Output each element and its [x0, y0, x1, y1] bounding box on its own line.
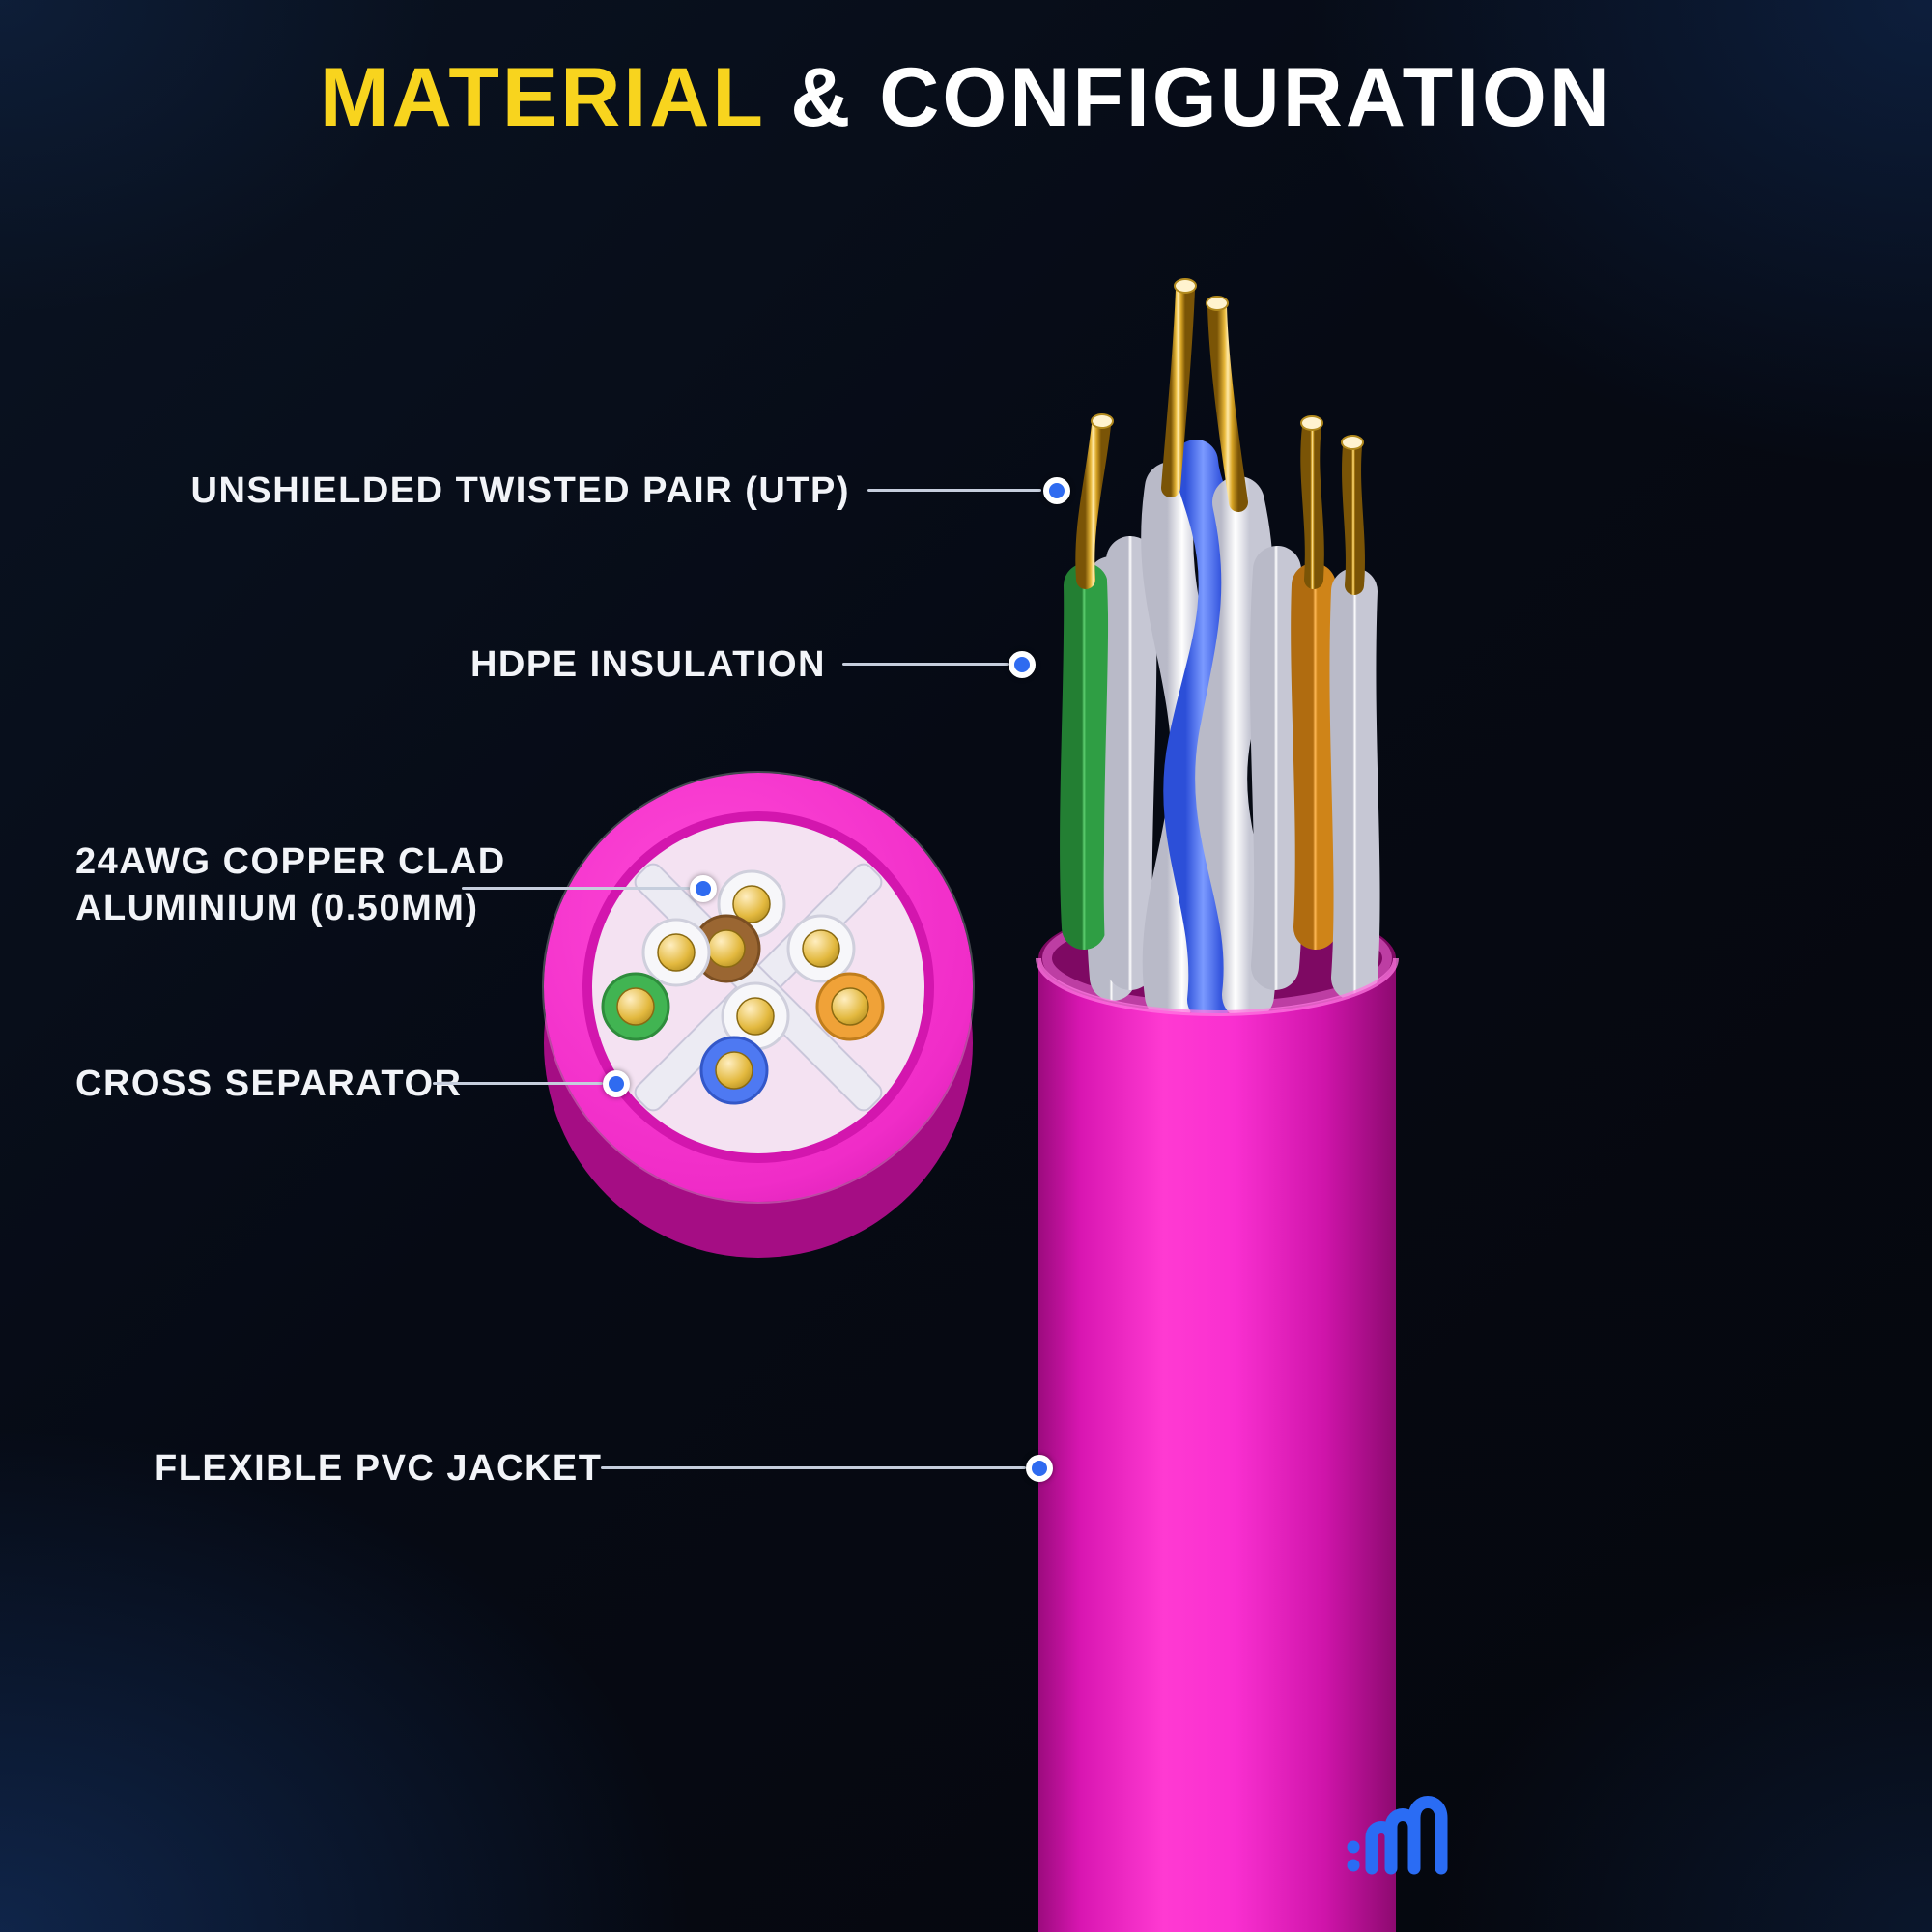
copper-tip [1300, 415, 1323, 431]
wire-white [1195, 476, 1276, 1021]
callout-line-hdpe [842, 663, 1009, 666]
wire-blue [1163, 440, 1243, 1022]
copper-tip [1174, 278, 1197, 294]
main-cable [1036, 278, 1399, 1932]
callout-dot-awg [690, 875, 717, 902]
brand-logo [1347, 1796, 1448, 1875]
callout-line-jacket [601, 1466, 1026, 1469]
copper-conductor [1075, 415, 1111, 589]
copper-conductor [1208, 298, 1248, 512]
callout-dot-utp [1043, 477, 1070, 504]
callout-dot-hdpe [1009, 651, 1036, 678]
wire-orange [1291, 563, 1340, 950]
wire-pair-green [601, 918, 711, 1041]
label-hdpe: HDPE INSULATION [469, 644, 826, 685]
copper-tip [1206, 296, 1229, 311]
copper-conductor [1300, 417, 1324, 589]
twisted-pairs [1060, 278, 1380, 1022]
wire-green [1060, 563, 1109, 950]
title-rest: & CONFIGURATION [764, 51, 1613, 144]
wire-white [1103, 536, 1157, 990]
label-utp: UNSHIELDED TWISTED PAIR (UTP) [190, 470, 850, 511]
copper-tip [1341, 435, 1364, 450]
label-jacket: FLEXIBLE PVC JACKET [155, 1448, 603, 1489]
pvc-jacket [1038, 958, 1396, 1932]
callout-dot-cross [603, 1070, 630, 1097]
jacket-rim-highlight [1036, 957, 1399, 1016]
callout-line-awg [462, 887, 690, 890]
wire-pair-orange [786, 914, 885, 1041]
label-awg: 24AWG COPPER CLAD ALUMINIUM (0.50MM) [75, 838, 506, 931]
wire-pair-brown [692, 869, 786, 983]
page-title: MATERIAL & CONFIGURATION [0, 50, 1932, 146]
wire-white [1249, 546, 1303, 990]
brand-logo-mark [1347, 1796, 1448, 1875]
title-highlight: MATERIAL [319, 51, 765, 144]
wire-pair-blue [699, 981, 790, 1105]
callout-dot-jacket [1026, 1455, 1053, 1482]
copper-conductor [1342, 437, 1365, 595]
inset-outline [542, 771, 975, 1204]
callout-line-utp [867, 489, 1041, 492]
wire-white [1329, 568, 1380, 1001]
copper-conductor [1161, 280, 1195, 497]
callout-line-cross [433, 1082, 603, 1085]
label-awg-line1: 24AWG COPPER CLAD [75, 841, 506, 882]
cross-section-inset [542, 771, 975, 1258]
copper-tip [1091, 413, 1114, 429]
label-awg-line2: ALUMINIUM (0.50MM) [75, 888, 479, 928]
label-cross: CROSS SEPARATOR [75, 1064, 463, 1104]
